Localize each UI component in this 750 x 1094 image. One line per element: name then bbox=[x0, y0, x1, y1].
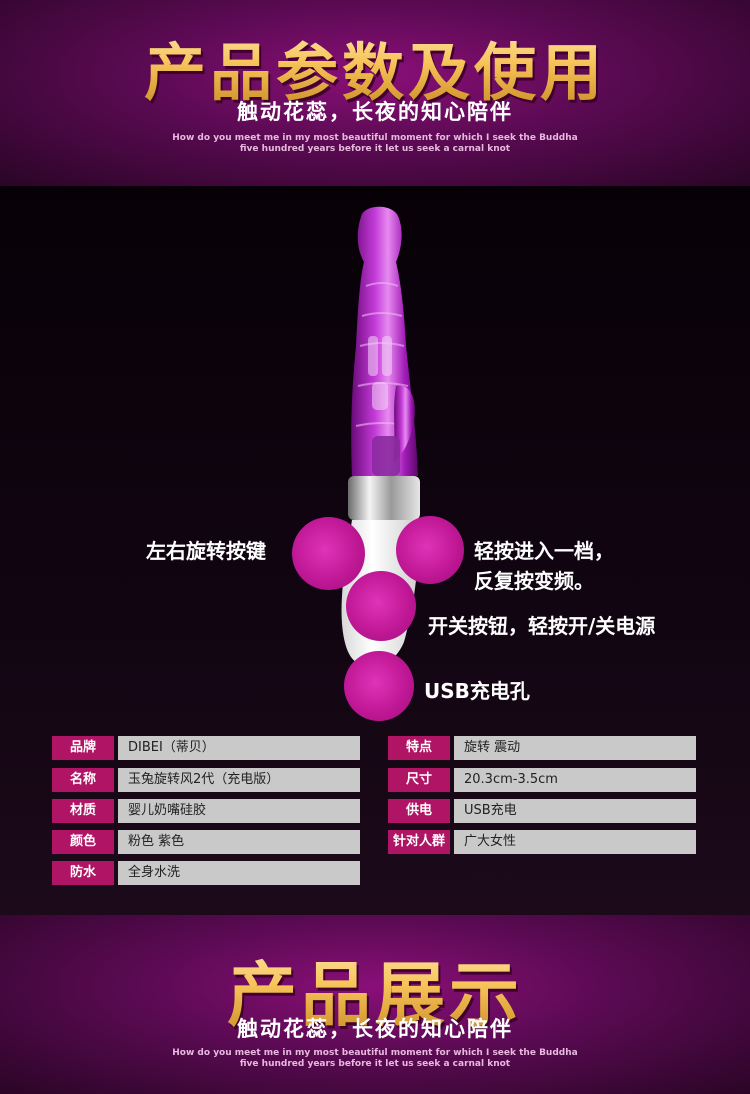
spec-row: 特点 旋转 震动 bbox=[388, 736, 696, 760]
spec-label: 颜色 bbox=[52, 830, 114, 854]
footer-english-line-1: How do you meet me in my most beautiful … bbox=[172, 1048, 578, 1058]
mode-button-hotspot bbox=[396, 516, 464, 584]
spec-label: 品牌 bbox=[52, 736, 114, 760]
power-button-hotspot bbox=[346, 571, 416, 641]
rotate-button-label: 左右旋转按键 bbox=[146, 539, 266, 563]
spec-value: DIBEI（蒂贝） bbox=[118, 736, 360, 760]
header-english-text: How do you meet me in my most beautiful … bbox=[0, 133, 750, 155]
spec-row: 防水 全身水洗 bbox=[52, 861, 360, 885]
spec-value: 粉色 紫色 bbox=[118, 830, 360, 854]
spec-label: 供电 bbox=[388, 799, 450, 823]
spec-label: 特点 bbox=[388, 736, 450, 760]
spec-row: 名称 玉兔旋转风2代（充电版） bbox=[52, 768, 360, 792]
spec-row: 材质 婴儿奶嘴硅胶 bbox=[52, 799, 360, 823]
footer-banner: 产品展示 触动花蕊，长夜的知心陪伴 How do you meet me in … bbox=[0, 915, 750, 1094]
mode-button-label: 轻按进入一档， 反复按变频。 bbox=[474, 536, 614, 596]
spec-label: 材质 bbox=[52, 799, 114, 823]
spec-row: 颜色 粉色 紫色 bbox=[52, 830, 360, 854]
header-english-line-1: How do you meet me in my most beautiful … bbox=[172, 133, 578, 143]
spec-value: 旋转 震动 bbox=[454, 736, 696, 760]
spec-value: 全身水洗 bbox=[118, 861, 360, 885]
spec-label: 名称 bbox=[52, 768, 114, 792]
spec-label: 防水 bbox=[52, 861, 114, 885]
footer-english-text: How do you meet me in my most beautiful … bbox=[0, 1048, 750, 1070]
rotate-button-hotspot bbox=[292, 517, 365, 590]
spec-label: 尺寸 bbox=[388, 768, 450, 792]
power-button-label: 开关按钮，轻按开/关电源 bbox=[428, 614, 656, 638]
spec-value: 婴儿奶嘴硅胶 bbox=[118, 799, 360, 823]
usb-port-hotspot bbox=[344, 651, 414, 721]
mode-button-label-line-1: 轻按进入一档， bbox=[474, 539, 614, 563]
header-banner: 产品参数及使用 触动花蕊，长夜的知心陪伴 How do you meet me … bbox=[0, 0, 750, 186]
spec-value: USB充电 bbox=[454, 799, 696, 823]
spec-row: 针对人群 广大女性 bbox=[388, 830, 696, 854]
mode-button-label-line-2: 反复按变频。 bbox=[474, 569, 594, 593]
usb-port-label: USB充电孔 bbox=[424, 679, 530, 703]
header-english-line-2: five hundred years before it let us seek… bbox=[239, 144, 511, 154]
spec-value: 玉兔旋转风2代（充电版） bbox=[118, 768, 360, 792]
product-stage: 左右旋转按键 轻按进入一档， 反复按变频。 开关按钮，轻按开/关电源 USB充电… bbox=[0, 186, 750, 915]
header-title: 产品参数及使用 bbox=[0, 22, 750, 112]
footer-subtitle: 触动花蕊，长夜的知心陪伴 bbox=[237, 1017, 513, 1041]
spec-label: 针对人群 bbox=[388, 830, 450, 854]
spec-row: 尺寸 20.3cm-3.5cm bbox=[388, 768, 696, 792]
spec-row: 品牌 DIBEI（蒂贝） bbox=[52, 736, 360, 760]
waterproof-note: 100%防水 bbox=[470, 870, 526, 883]
footer-title: 产品展示 bbox=[0, 939, 750, 1040]
footer-english-line-2: five hundred years before it let us seek… bbox=[239, 1059, 511, 1069]
spec-value: 20.3cm-3.5cm bbox=[454, 768, 696, 792]
spec-row: 供电 USB充电 bbox=[388, 799, 696, 823]
header-subtitle: 触动花蕊，长夜的知心陪伴 bbox=[237, 100, 513, 124]
spec-value: 广大女性 bbox=[454, 830, 696, 854]
